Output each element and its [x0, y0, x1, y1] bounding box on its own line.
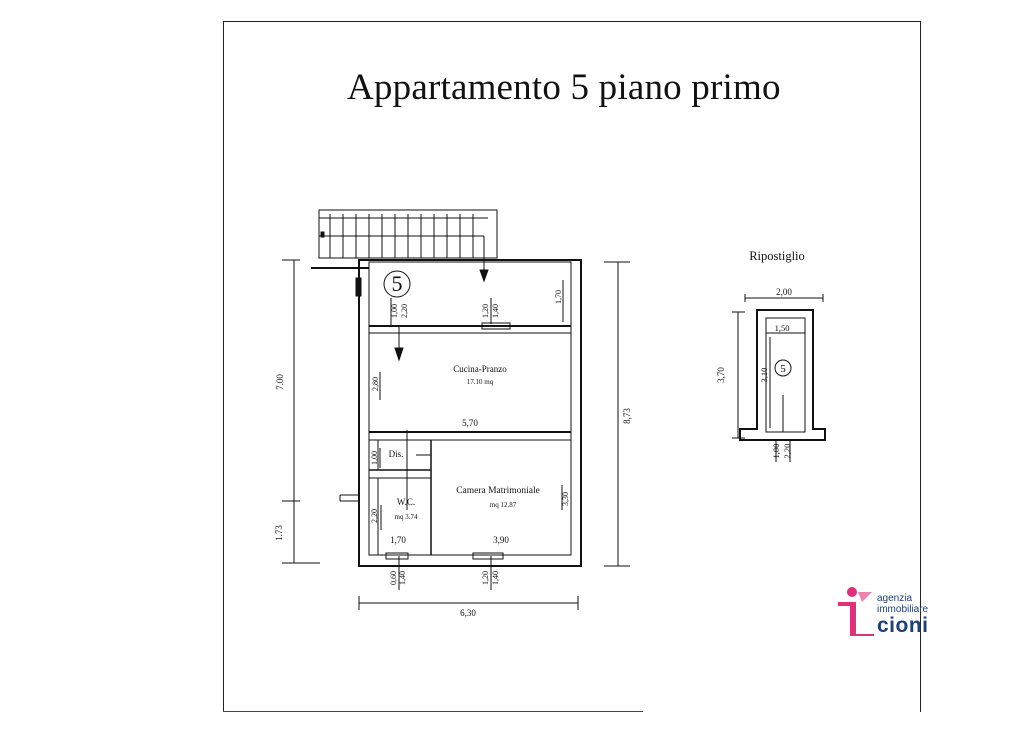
storage-dim-door-height: 2,20: [782, 444, 792, 459]
dis-name-label: Dis.: [389, 449, 404, 459]
storage-dim-inner-width: 1,50: [775, 323, 790, 333]
logo-line-immobiliare: immobiliare: [877, 604, 929, 615]
storage-closet: [732, 294, 826, 462]
dim-balcony-door-w: 1,20: [481, 304, 490, 318]
logo-line-cioni: cioni: [877, 614, 929, 637]
dim-bedroom-height: 3,30: [561, 492, 570, 506]
dim-balcony-depth: 1,70: [554, 290, 563, 304]
logo-line-agenzia: agenzia: [877, 593, 913, 604]
dim-win2-w: 1,20: [481, 571, 490, 585]
dim-win1-w: 0,60: [389, 571, 398, 585]
storage-dim-top-width: 2,00: [776, 287, 792, 297]
staircase: [318, 209, 498, 283]
storage-dim-inner-height: 3,10: [759, 368, 769, 383]
dim-bottom-total: 6,30: [460, 608, 476, 618]
apartment-walls: [311, 259, 582, 567]
dim-balcony-door-h: 1,40: [491, 304, 500, 318]
agency-logo: [838, 587, 874, 636]
logo-mark-icon: [838, 602, 874, 636]
storage-dim-outer-height: 3,70: [716, 367, 726, 383]
dim-entry-door-w: 1,00: [390, 304, 399, 318]
apartment-unit-badge: [383, 270, 411, 298]
dim-left-lower: 1.73: [274, 525, 284, 541]
dim-dis-height: 1,00: [370, 451, 379, 465]
dim-left-upper: 7.00: [275, 374, 285, 390]
storage-heading: Ripostiglio: [749, 249, 805, 263]
storage-dim-door-width: 1,00: [771, 444, 781, 459]
plan-title: Appartamento 5 piano primo: [347, 67, 781, 108]
sheet-bottom-line: [223, 711, 643, 712]
bedroom-name-label: Camera Matrimoniale: [456, 486, 540, 496]
dim-kitchen-width: 5,70: [462, 418, 478, 428]
sheet-border: [223, 21, 921, 712]
dim-win2-h: 1,40: [491, 571, 500, 585]
bedroom-area-label: mq 12.87: [490, 501, 517, 509]
dimension-lines: [282, 259, 630, 610]
dim-wc-width: 1,70: [390, 535, 406, 545]
dim-entry-door-h: 2,20: [400, 304, 409, 318]
wc-name-label: W.C.: [397, 497, 415, 507]
apartment-unit-number: 5: [392, 271, 403, 296]
dim-wc-height: 2,20: [370, 509, 379, 523]
kitchen-name-label: Cucina-Pranzo: [453, 364, 507, 374]
dim-kitchen-height: 2,80: [371, 377, 380, 391]
dim-bedroom-width: 3,90: [493, 535, 509, 545]
dim-right-total: 8,73: [622, 408, 632, 424]
logo-dot-icon: [847, 587, 857, 597]
wc-area-label: mq 3.74: [395, 513, 418, 521]
kitchen-area-label: 17.10 mq: [467, 378, 494, 386]
storage-unit-number: 5: [780, 363, 786, 375]
dim-win1-h: 1,40: [398, 571, 407, 585]
